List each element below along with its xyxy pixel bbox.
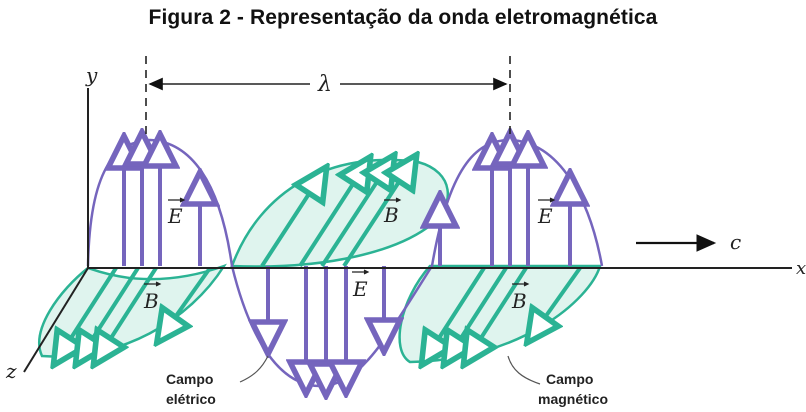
b-vector xyxy=(166,266,212,330)
e-label-1: E xyxy=(167,204,183,228)
b-vector xyxy=(342,168,408,268)
b-vector xyxy=(260,180,318,268)
magnetic-vectors xyxy=(62,168,582,352)
wavelength-label: λ xyxy=(317,72,332,97)
figure-title: Figura 2 - Representação da onda eletrom… xyxy=(148,6,658,29)
e-label-3: E xyxy=(352,277,368,301)
y-axis-label: y xyxy=(85,63,98,87)
b-vector xyxy=(536,266,582,330)
electric-field-label-line2: elétrico xyxy=(166,391,216,407)
b-label-1: B xyxy=(383,203,399,227)
z-axis-label: z xyxy=(5,359,17,383)
vector-arrow-icon xyxy=(144,197,556,287)
magnetic-callout-leader xyxy=(507,355,541,385)
z-axis xyxy=(23,267,89,373)
b-vector xyxy=(430,266,486,352)
b-label-2: B xyxy=(143,289,159,313)
magnetic-lobe-2 xyxy=(230,158,450,268)
electric-callout-leader xyxy=(239,355,269,383)
b-vector xyxy=(102,266,158,352)
x-axis-label: x xyxy=(796,258,806,279)
electric-lobe-3 xyxy=(430,138,604,267)
e-label-2: E xyxy=(537,204,553,228)
electric-vectors xyxy=(124,148,570,380)
b-vector xyxy=(472,266,528,352)
speed-label: c xyxy=(730,230,741,254)
axes xyxy=(23,88,792,373)
magnetic-field-label-line1: Campo xyxy=(546,371,593,387)
electric-field-label-line1: Campo xyxy=(166,371,213,387)
b-label-3: B xyxy=(511,289,527,313)
magnetic-field-label-line2: magnético xyxy=(538,391,608,407)
b-vector xyxy=(62,266,118,352)
wavelength-marker xyxy=(145,56,511,140)
callout-leaders xyxy=(239,355,541,385)
b-vector xyxy=(298,170,362,268)
b-vector xyxy=(320,168,386,268)
